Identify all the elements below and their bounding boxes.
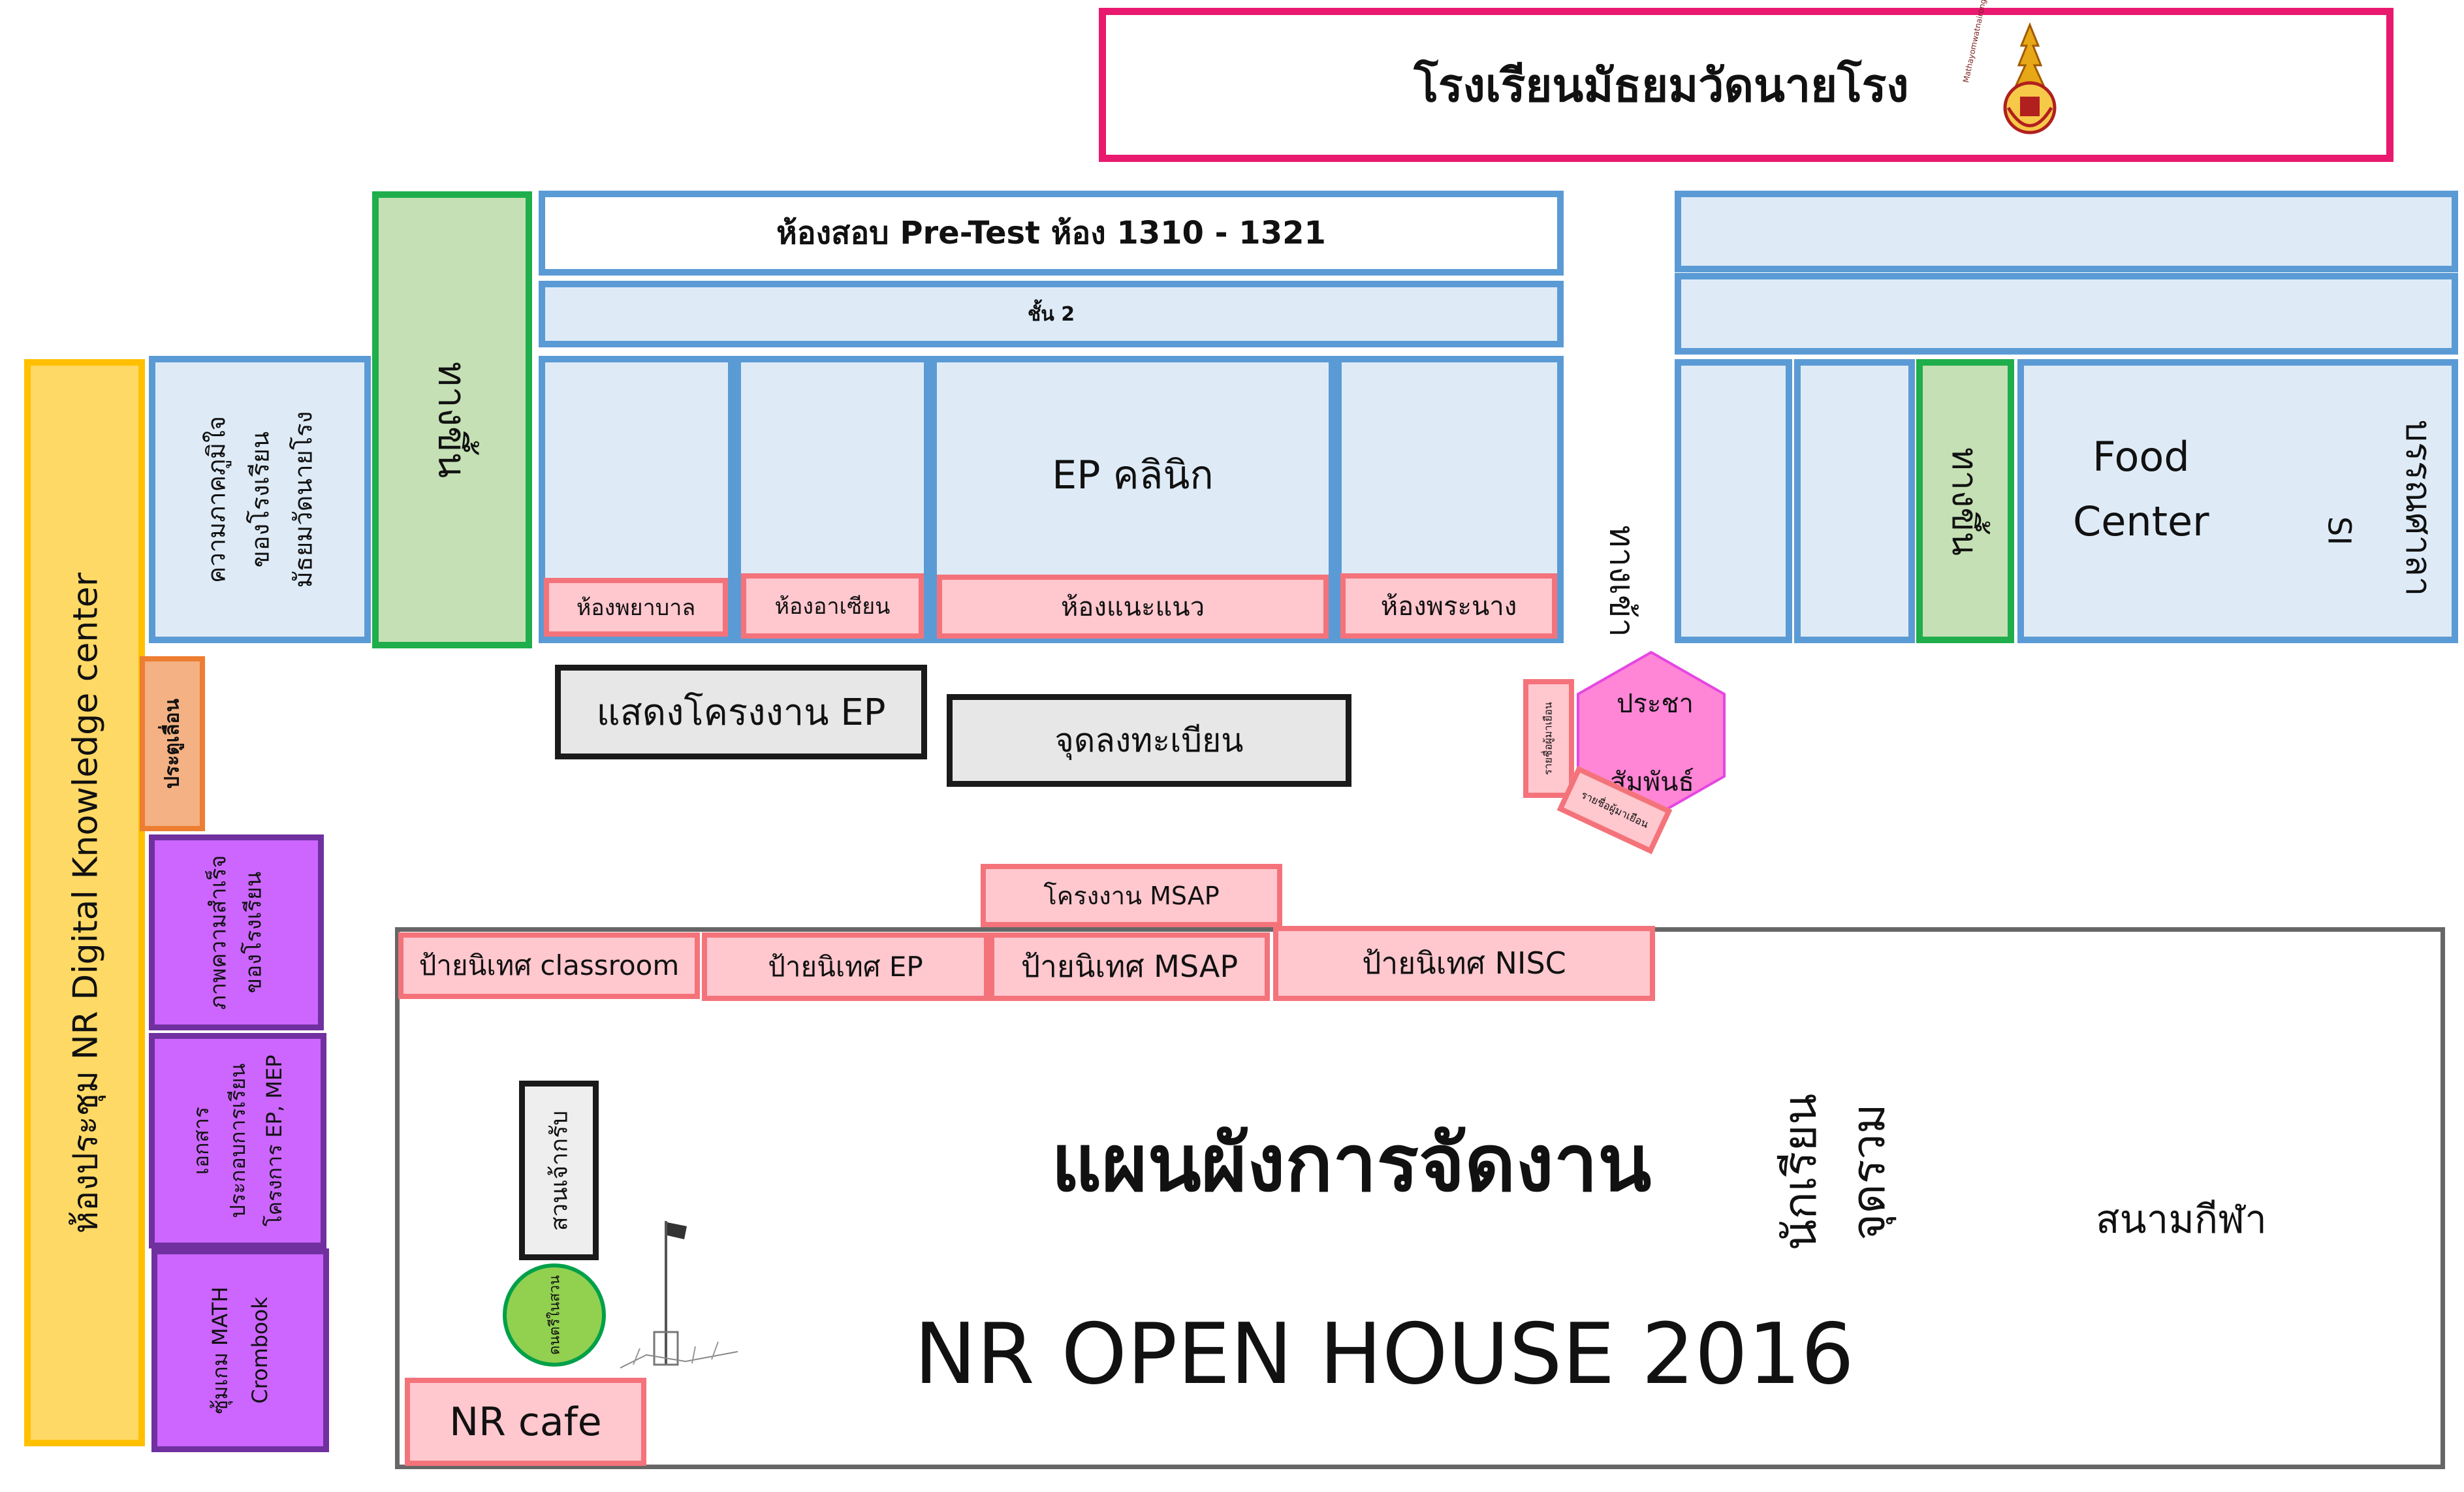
board-msap: ป้ายนิเทศ MSAP — [989, 932, 1270, 1001]
right-room-2 — [1794, 359, 1915, 643]
right-building-top — [1675, 191, 2458, 272]
math-game-room: ซุ้มเกม MATH Crombook — [151, 1248, 329, 1452]
room-guidance: ห้องแนะแนว — [937, 575, 1329, 639]
stadium-label: สนามกีฬา — [2096, 1197, 2267, 1243]
ep-clinic-label: EP คลินิก — [1052, 452, 1214, 498]
right-building-floor2 — [1675, 273, 2458, 355]
msap-project: โครงงาน MSAP — [981, 864, 1282, 927]
stairs-right: ทางขึ้น — [1916, 359, 2014, 643]
music-in-garden: ดนตรีในสวน — [503, 1263, 606, 1367]
student-meeting-point: นักเรียน จุดรวม — [1773, 1093, 1895, 1251]
board-classroom: ป้ายนิเทศ classroom — [398, 932, 700, 999]
meeting-room: ห้องประชุม NR Digital Knowledge center — [24, 359, 145, 1446]
visitor-list-1: รายชื่อผู้มาเยือน — [1523, 679, 1574, 798]
school-header: โรงเรียนมัธยมวัดนายโรง Mathayomwatnairon… — [1099, 0, 2393, 162]
pr-label-1: ประชา — [1617, 689, 1694, 719]
food-center-block: Food Center SI บรรณศาลา — [2017, 359, 2458, 643]
room-nurse: ห้องพยาบาล — [544, 578, 728, 637]
stairs-left: ทางขึ้น — [372, 191, 532, 648]
school-logo: Mathayomwatnairong School — [1961, 0, 2079, 150]
documents-room: เอกสาร ประกอบการเรียน โครงการ EP, MEP — [149, 1033, 326, 1248]
event-title: NR OPEN HOUSE 2016 — [914, 1306, 1854, 1403]
ep-project-show: แสดงโครงงาน EP — [555, 665, 927, 759]
sliding-door: ประตูเลื่อน — [140, 656, 205, 831]
board-ep: ป้ายนิเทศ EP — [702, 932, 989, 1001]
room-phranang: ห้องพระนาง — [1340, 573, 1557, 639]
garden: สวนเจ้ากรับ — [519, 1081, 599, 1260]
plan-title: แผนผังการจัดงาน — [1051, 1119, 1652, 1209]
si-label: SI — [2320, 516, 2358, 546]
success-photo-room: ภาพความสำเร็จ ของโรงเรียน — [149, 834, 324, 1030]
right-room-1 — [1675, 359, 1792, 643]
room-asean: ห้องอาเซียน — [741, 573, 924, 639]
board-nisc: ป้ายนิเทศ NISC — [1273, 926, 1655, 1001]
nr-cafe: NR cafe — [405, 1378, 646, 1466]
school-emblem-icon — [2003, 22, 2057, 135]
registration-point: จุดลงทะเบียน — [947, 694, 1351, 787]
pretest-floor: ห้องสอบ Pre-Test ห้อง 1310 - 1321 — [539, 191, 1564, 276]
flagpole-icon — [620, 1221, 738, 1369]
floor-2: ชั้น 2 — [539, 281, 1564, 347]
food-center-label: Food — [2093, 433, 2190, 481]
library-label: บรรณศาลา — [2398, 419, 2440, 597]
school-name: โรงเรียนมัธยมวัดนายโรง — [1414, 58, 1909, 112]
sports-field — [395, 927, 2445, 1469]
entrance: ทางเข้า — [1602, 525, 1641, 637]
pride-room: ความภาคภูมิใจ ของโรงเรียน มัธยมวัดนายโรง — [149, 356, 371, 643]
